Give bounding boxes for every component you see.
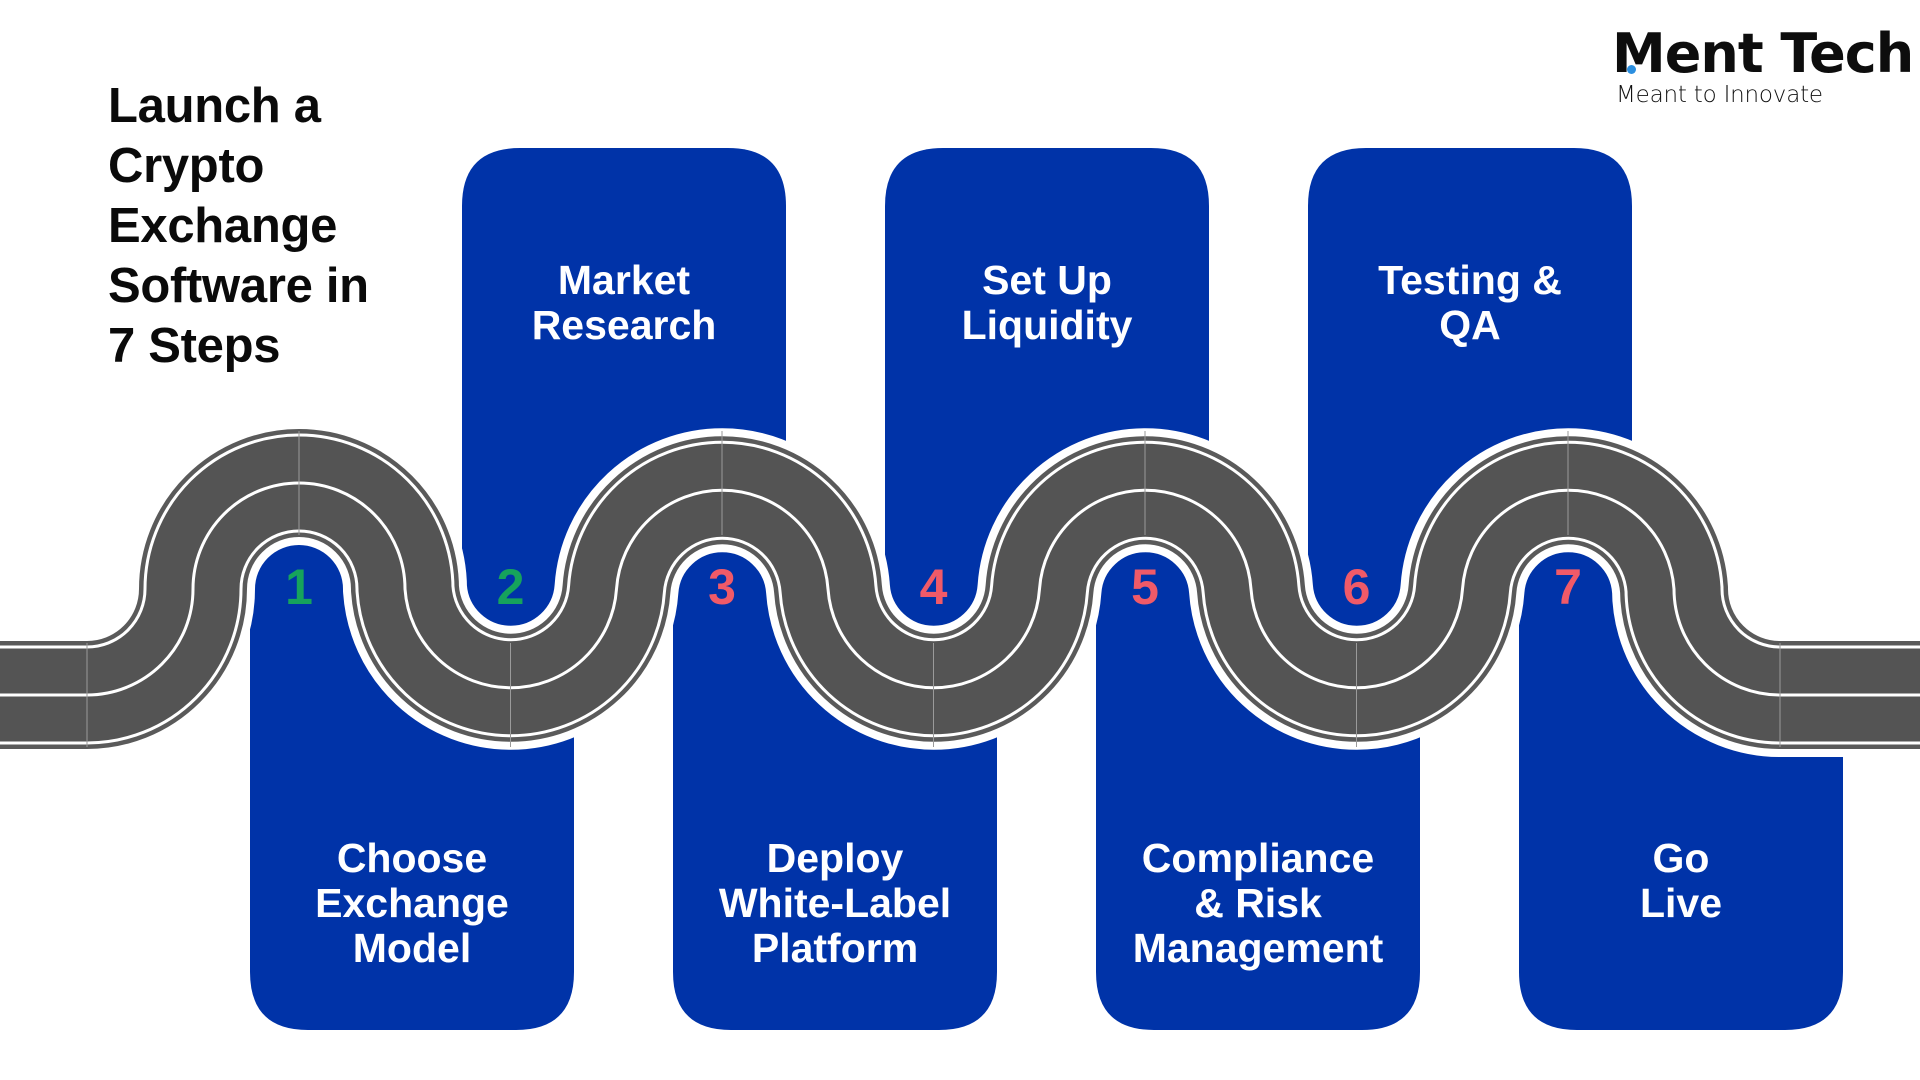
step-number-6: 6 — [1342, 559, 1371, 615]
road-center-line — [0, 481, 1920, 697]
step-label-line: Deploy — [766, 835, 904, 881]
page-title: Launch a Crypto Exchange Software in 7 S… — [108, 76, 428, 376]
road-seams — [86, 431, 1781, 747]
title-line: Launch a — [108, 79, 321, 133]
title-line: Crypto — [108, 139, 265, 193]
step-number-5: 5 — [1131, 559, 1159, 615]
step-label-line: Exchange — [315, 880, 509, 926]
title-line: Software in — [108, 259, 369, 313]
step-label-line: Research — [531, 302, 717, 348]
logo-tagline: Meant to Innovate — [1616, 82, 1823, 108]
step-cards — [250, 148, 1843, 1030]
step-number-2: 2 — [496, 559, 525, 615]
step-label-line: Model — [352, 925, 472, 971]
step-label-line: Live — [1639, 880, 1723, 926]
step-label-line: Go — [1652, 835, 1710, 881]
step-label-line: Compliance — [1141, 835, 1375, 881]
title-line: 7 Steps — [108, 319, 281, 373]
step-label-line: QA — [1439, 302, 1501, 348]
step-label-line: Market — [557, 257, 691, 303]
logo-brand: Ment Tech — [1612, 22, 1914, 86]
step-label-line: Set Up — [982, 257, 1112, 303]
road — [0, 421, 1920, 757]
step-label-line: White-Label — [718, 880, 952, 926]
step-label-line: Liquidity — [961, 302, 1133, 348]
step-number-3: 3 — [708, 559, 736, 615]
step-label-line: & Risk — [1194, 880, 1322, 926]
step-label-line: Testing & — [1378, 257, 1562, 303]
step-label-line: Platform — [751, 925, 919, 971]
step-label-6: Testing &QA — [1308, 258, 1632, 348]
step-number-4: 4 — [919, 559, 948, 615]
title-line: Exchange — [108, 199, 338, 253]
logo-m-glyph: M — [1612, 22, 1666, 85]
company-logo: Ment Tech Meant to Innovate — [1612, 22, 1914, 108]
step-number-1: 1 — [285, 559, 313, 615]
step-label-line: Management — [1132, 925, 1384, 971]
step-number-7: 7 — [1554, 559, 1582, 615]
logo-brand-text: ent Tech — [1664, 22, 1914, 85]
step-label-line: Choose — [336, 835, 488, 881]
logo-dot-icon — [1627, 65, 1636, 74]
